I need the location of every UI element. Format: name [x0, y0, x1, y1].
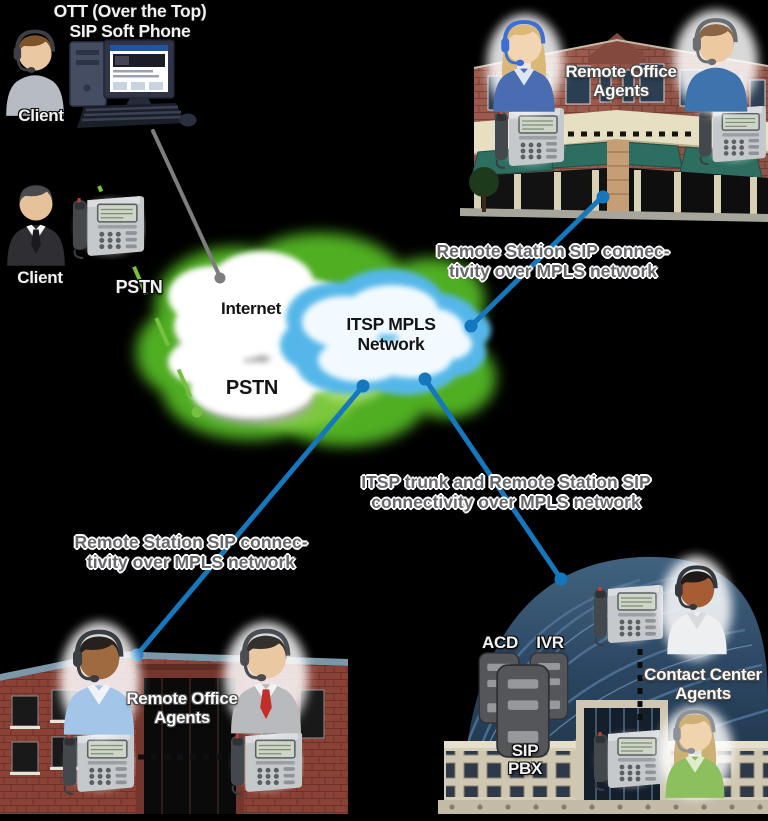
- dot-endpoint-icon: [464, 319, 478, 333]
- itsp-cloud-label: ITSP MPLS Network: [346, 314, 436, 354]
- dot-endpoint-icon: [356, 379, 370, 393]
- person-suit-icon-client2: [7, 181, 65, 266]
- mpls-link-contact-center: [418, 372, 568, 586]
- pstn-cloud-label: PSTN: [225, 377, 279, 399]
- ip-phone-icon-office-top-right: [699, 106, 767, 164]
- caption-remote-bottom: Remote Station SIP connec- tivity over M…: [74, 532, 308, 572]
- caption-remote-top: Remote Station SIP connec- tivity over M…: [436, 241, 670, 281]
- client1-label: Client: [18, 106, 64, 125]
- internet-cloud-label: Internet: [221, 299, 281, 318]
- dot-endpoint-icon: [418, 372, 432, 386]
- mpls-link-remote-top: [464, 190, 610, 333]
- contact-center-agents-label: Contact Center Agents: [644, 665, 762, 703]
- dot-endpoint-icon: [191, 406, 203, 418]
- sip-pbx-label: SIP PBX: [507, 741, 543, 778]
- ivr-label: IVR: [536, 633, 564, 652]
- dot-endpoint-icon: [596, 190, 610, 204]
- pstn-link-label: PSTN: [115, 277, 163, 297]
- ip-phone-icon-office-top-left: [495, 108, 565, 168]
- acd-label: ACD: [482, 633, 518, 652]
- internet-link-line: [151, 129, 226, 284]
- desktop-computer-icon: [69, 39, 197, 128]
- ip-phone-icon-contact-top: [594, 585, 664, 645]
- office-bottom-agents-label: Remote Office Agents: [126, 689, 238, 727]
- mpls-link-remote-bottom: [130, 379, 370, 662]
- ip-phone-icon-client: [73, 196, 145, 258]
- dot-endpoint-icon: [214, 272, 226, 284]
- person-headset-icon-client1: [6, 31, 64, 116]
- caption-itsp-trunk: ITSP trunk and Remote Station SIP connec…: [361, 472, 651, 512]
- ip-phone-icon-contact-bottom: [594, 730, 664, 790]
- itsp-mpls-cloud-icon: [280, 269, 491, 395]
- ott-softphone-label: OTT (Over the Top) SIP Soft Phone: [53, 1, 207, 41]
- dot-endpoint-icon: [554, 572, 568, 586]
- ip-phone-icon-office-bottom-right: [231, 732, 303, 794]
- office-top-agents-label: Remote Office Agents: [565, 62, 677, 100]
- ip-phone-icon-office-bottom-left: [63, 732, 135, 794]
- client2-label: Client: [17, 268, 63, 287]
